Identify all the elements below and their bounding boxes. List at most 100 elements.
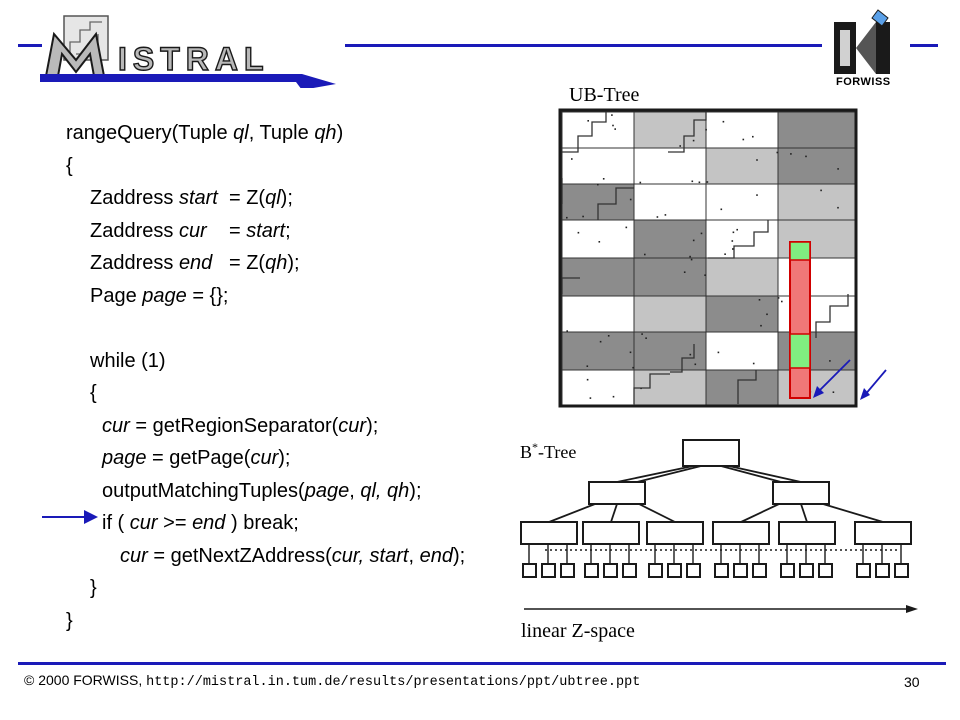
data-point — [639, 181, 642, 184]
data-point — [589, 397, 592, 399]
code-signature: rangeQuery(Tuple ql, Tuple qh) — [66, 122, 344, 144]
data-page-box — [752, 563, 767, 578]
data-point — [736, 228, 738, 231]
data-point — [720, 208, 723, 211]
ub-region-cell — [561, 257, 635, 297]
ub-region-cell — [705, 331, 779, 371]
data-point — [679, 145, 681, 147]
data-point — [577, 231, 580, 234]
query-match-bottom — [789, 333, 811, 369]
tree-leaf-node — [854, 521, 912, 545]
data-point — [705, 128, 707, 131]
ub-region-cell — [705, 295, 779, 333]
data-point — [683, 271, 686, 273]
code-line: Zaddress end = Z(qh); — [90, 252, 300, 274]
ub-tree-partition-grid — [558, 108, 887, 408]
ub-tree-regions — [561, 111, 857, 407]
ub-region-cell — [705, 219, 779, 259]
zspace-arrow-icon — [524, 605, 918, 613]
data-point — [690, 258, 693, 261]
footer-rule — [18, 662, 946, 665]
data-point — [777, 297, 780, 299]
ub-region-cell — [777, 147, 857, 185]
data-point — [614, 128, 616, 130]
tree-leaf-node — [582, 521, 640, 545]
data-point — [625, 226, 628, 229]
ub-region-cell — [705, 147, 779, 185]
code-line: Zaddress cur = start; — [90, 219, 291, 242]
zspace-label: linear Z-space — [521, 620, 635, 642]
tree-leaf-node — [712, 521, 770, 545]
ub-region-cell — [633, 257, 707, 297]
btree-label: B*-Tree — [520, 440, 577, 462]
data-point — [837, 206, 839, 209]
data-point — [698, 181, 701, 184]
data-point — [820, 189, 822, 192]
data-point — [586, 365, 589, 367]
data-point — [752, 135, 754, 138]
data-point — [742, 138, 745, 141]
data-page-box — [686, 563, 701, 578]
code-line: while (1) — [90, 349, 166, 372]
data-point — [704, 274, 706, 276]
data-point — [732, 231, 735, 234]
data-point — [776, 151, 779, 154]
code-close-brace: } — [66, 609, 73, 632]
data-point — [611, 114, 613, 116]
ub-region-cell — [633, 219, 707, 259]
code-line: if ( cur >= end ) break; — [102, 512, 299, 534]
data-point — [731, 240, 734, 242]
ub-tree-region-boundaries — [561, 112, 849, 404]
ub-region-cell — [705, 257, 779, 297]
tree-edge — [636, 465, 702, 483]
code-line: Page page = {}; — [90, 284, 229, 307]
data-point — [586, 378, 589, 381]
data-point — [752, 362, 755, 365]
data-point — [602, 178, 605, 180]
data-point — [692, 139, 695, 142]
code-blank-line — [66, 312, 465, 345]
query-match-top — [789, 241, 811, 261]
ub-region-cell — [705, 111, 779, 149]
data-point — [694, 363, 697, 366]
ub-region-cell — [777, 111, 857, 149]
tree-edge — [610, 503, 618, 523]
forwiss-label: FORWISS — [836, 76, 891, 88]
data-point — [629, 198, 632, 201]
mistral-logo: ISTRAL — [40, 15, 336, 88]
data-page-box — [714, 563, 729, 578]
data-point — [656, 216, 659, 218]
data-point — [829, 360, 831, 362]
query-arrow-2 — [863, 369, 887, 397]
data-point — [612, 124, 614, 127]
data-point — [700, 232, 703, 235]
data-point — [689, 353, 692, 356]
data-page-box — [522, 563, 537, 578]
data-point — [607, 335, 610, 337]
data-point — [758, 299, 761, 301]
tree-inner-node — [588, 481, 646, 505]
data-point — [837, 168, 839, 170]
data-point — [582, 215, 584, 218]
data-point — [632, 366, 634, 369]
data-point — [566, 216, 568, 219]
ub-region-cell — [705, 183, 779, 221]
ub-region-cell — [633, 183, 707, 221]
tree-leaf-node — [520, 521, 578, 545]
data-point — [689, 255, 691, 258]
forwiss-logo — [834, 9, 890, 74]
data-point — [717, 351, 720, 354]
data-point — [571, 158, 573, 160]
ub-region-cell — [561, 111, 635, 149]
header-rule-right — [910, 44, 938, 47]
header-rule-mid — [345, 44, 822, 47]
code-body: Zaddress start = Z(ql);Zaddress cur = st… — [66, 182, 465, 605]
ub-tree-label: UB-Tree — [569, 84, 640, 106]
tree-edge — [616, 465, 694, 483]
data-point — [587, 120, 589, 122]
data-page-box — [780, 563, 795, 578]
data-page-box — [667, 563, 682, 578]
tree-edge — [822, 503, 884, 523]
code-line: { — [90, 382, 97, 404]
data-page-box — [818, 563, 833, 578]
